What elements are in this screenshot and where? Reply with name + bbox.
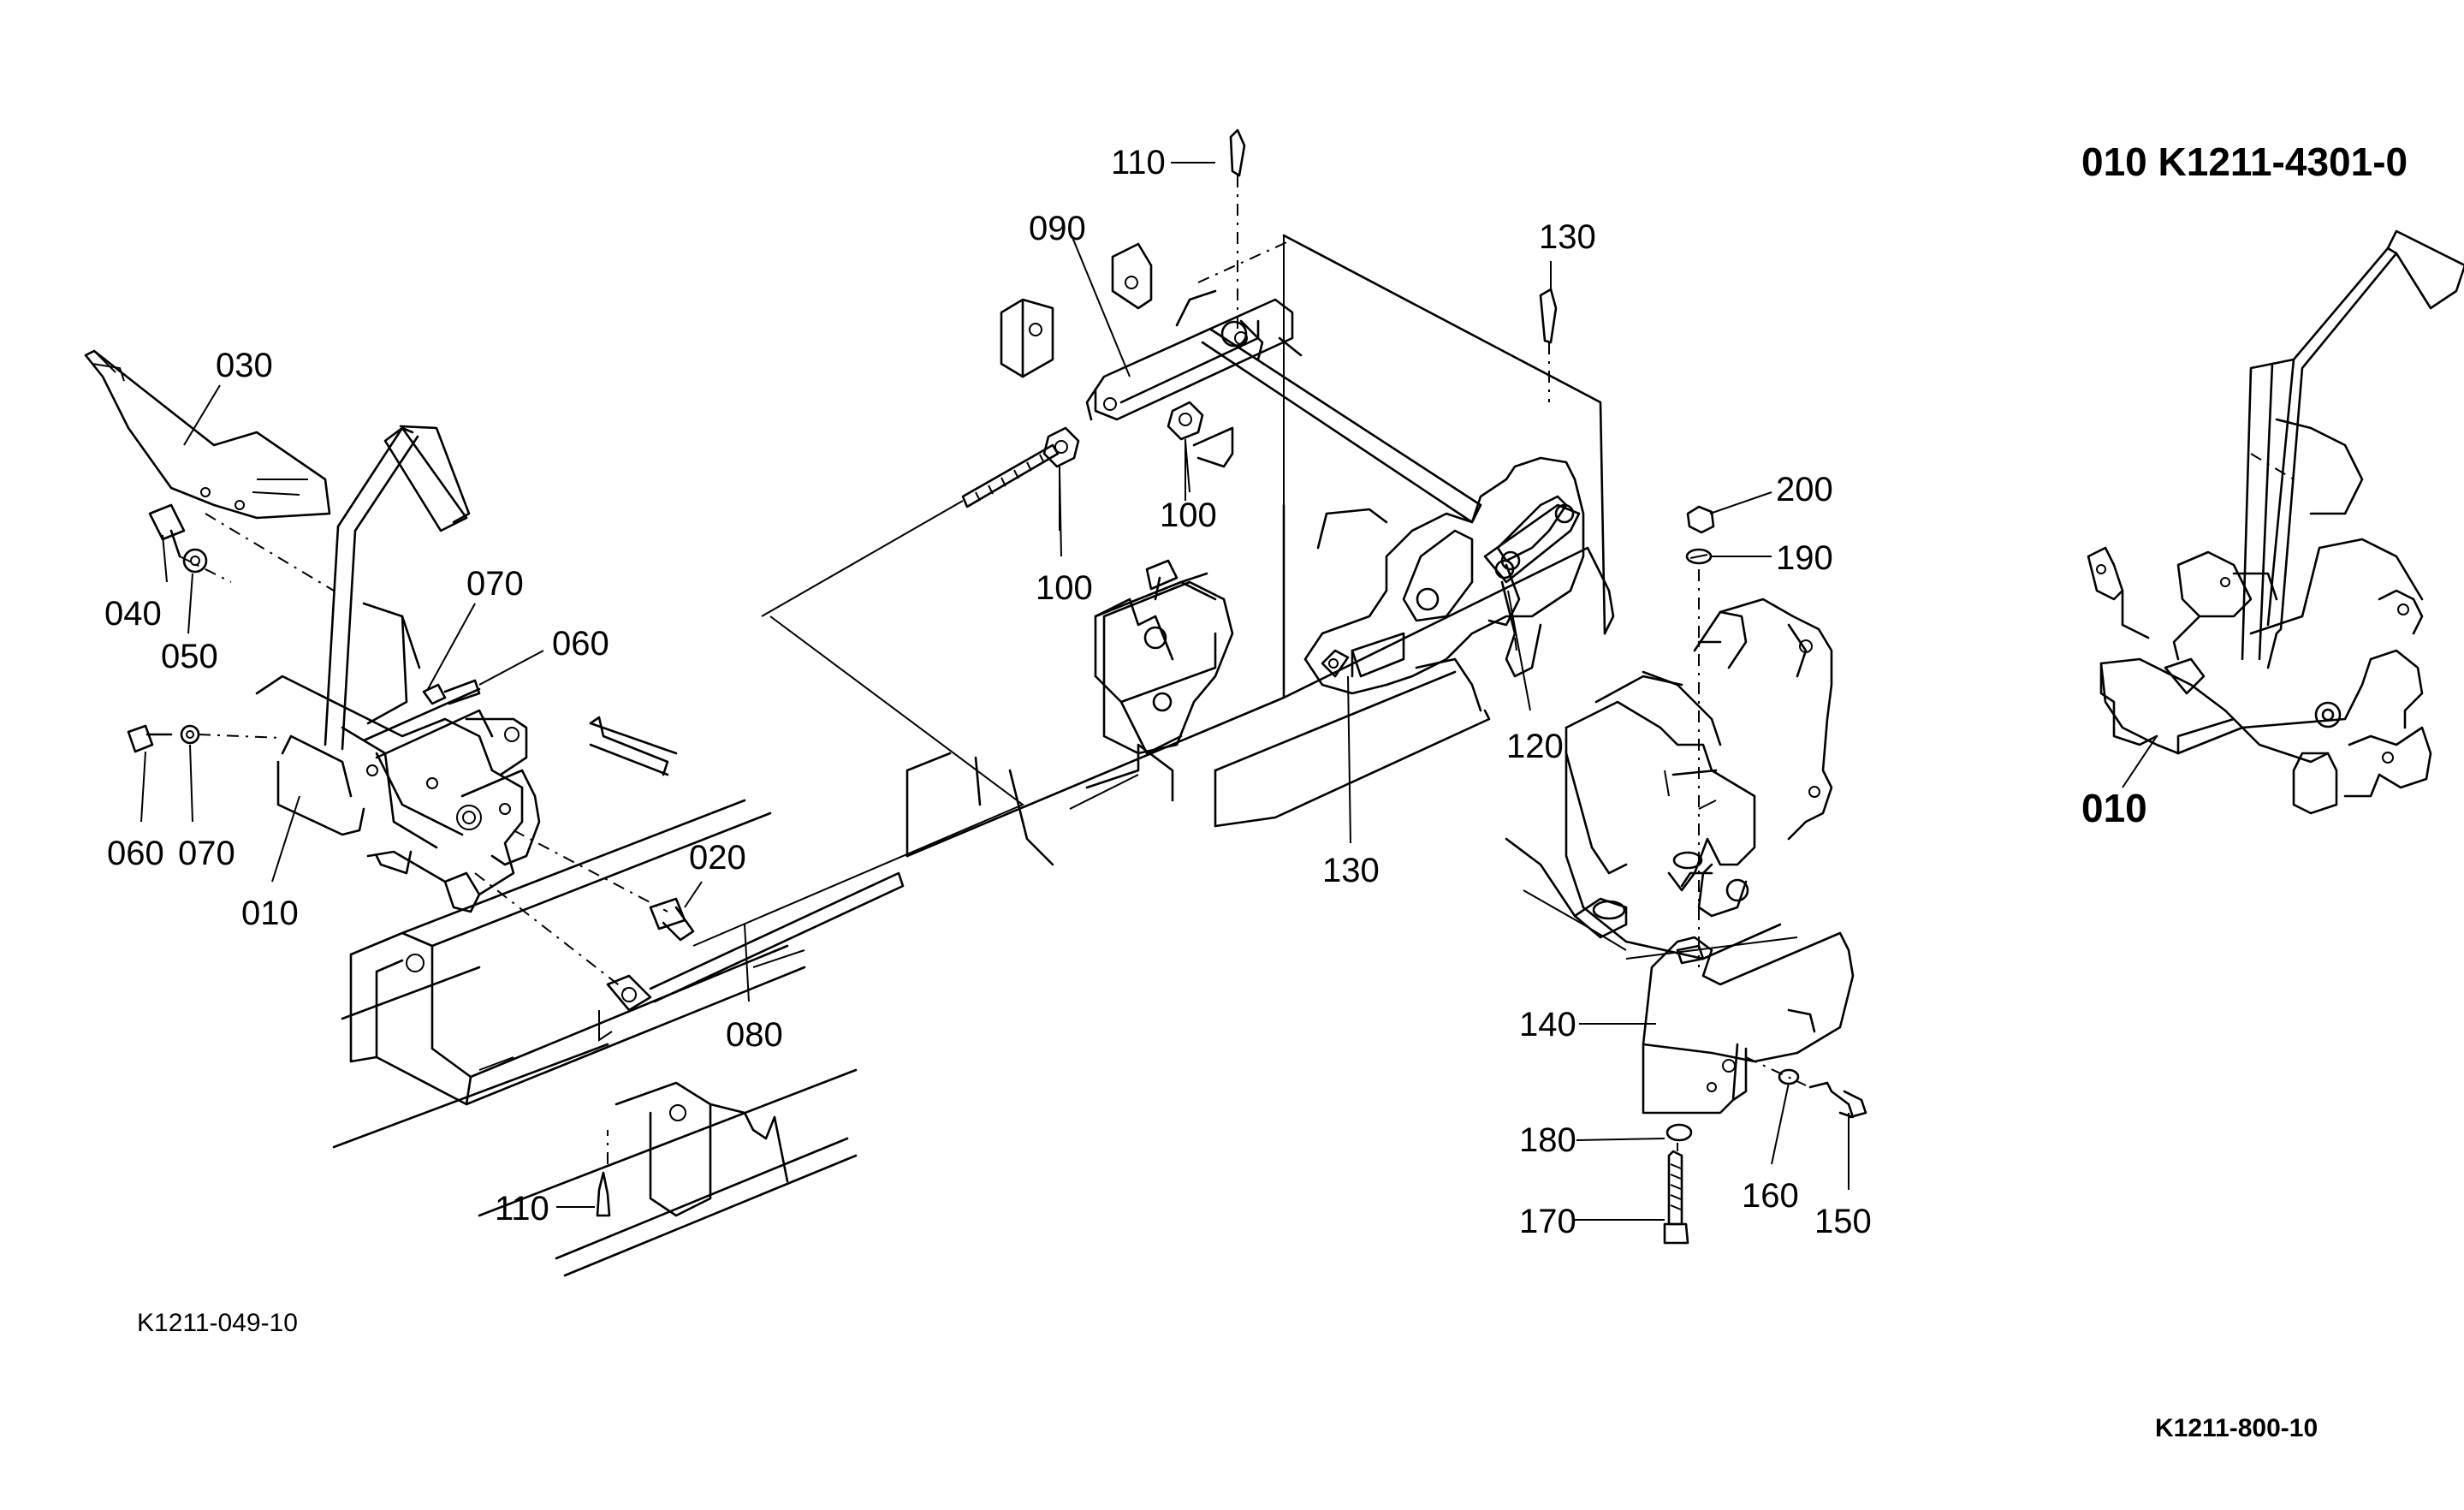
cam-plate-130: [1303, 456, 1585, 695]
callout-labels: 030 040 050 070 060 060 070 010 020 080 …: [104, 144, 1872, 1240]
arm-140: [1642, 931, 1855, 1115]
inset-title: 010 K1211-4301-0: [2081, 140, 2408, 184]
callout-070-left: 070: [178, 835, 235, 872]
callout-200: 200: [1776, 471, 1833, 508]
callout-160: 160: [1742, 1177, 1799, 1215]
callout-100-left: 100: [1036, 569, 1093, 607]
clutch-pedal-030: [84, 349, 335, 592]
callout-050: 050: [161, 638, 218, 675]
cross-shaft: [1201, 319, 1482, 524]
callout-130-bottom: 130: [1322, 852, 1380, 889]
threaded-rod: [761, 443, 1060, 617]
callout-080: 080: [726, 1016, 783, 1054]
callout-030: 030: [216, 347, 273, 384]
split-pins-top: [1229, 128, 1558, 402]
side-bracket: [1102, 559, 1234, 755]
lever-120: [1483, 503, 1581, 678]
frame-channel: [332, 799, 858, 1277]
callout-150: 150: [1814, 1203, 1872, 1240]
callout-140: 140: [1519, 1006, 1576, 1043]
callout-180: 180: [1519, 1121, 1576, 1159]
brake-pedal-arm: [324, 425, 471, 751]
callout-120: 120: [1506, 728, 1564, 765]
callout-020: 020: [689, 839, 746, 877]
lower-housing: [1505, 752, 1798, 960]
callout-090: 090: [1029, 210, 1086, 247]
inset-pedal-assembly: [2087, 229, 2464, 815]
callout-060-left: 060: [107, 835, 164, 872]
inset-part-label: 010: [2081, 786, 2147, 830]
pedal-bracket-010: [255, 675, 541, 913]
callout-070-top: 070: [466, 565, 524, 603]
callout-130-top: 130: [1539, 218, 1596, 256]
callout-190: 190: [1776, 539, 1833, 577]
figure-code-right: K1211-800-10: [2155, 1414, 2318, 1442]
housing-block: [1564, 597, 1833, 918]
transmission-case: [905, 234, 1615, 866]
callout-110-bottom: 110: [495, 1190, 549, 1228]
callout-170: 170: [1519, 1203, 1576, 1240]
callout-040: 040: [104, 595, 162, 633]
bolts-right: [1663, 505, 1867, 1245]
callout-110-top: 110: [1111, 144, 1166, 181]
figure-code-left: K1211-049-10: [137, 1309, 298, 1337]
assembly-guide-line: [692, 615, 1024, 947]
leader-lines: [140, 162, 2158, 1221]
clutch-rod-080: [474, 716, 905, 1042]
lower-split-pin-110: [596, 1130, 611, 1217]
bolts-left: [127, 503, 695, 942]
callout-010: 010: [241, 895, 299, 932]
callout-100-right: 100: [1160, 496, 1217, 534]
callout-060-right: 060: [552, 625, 609, 663]
